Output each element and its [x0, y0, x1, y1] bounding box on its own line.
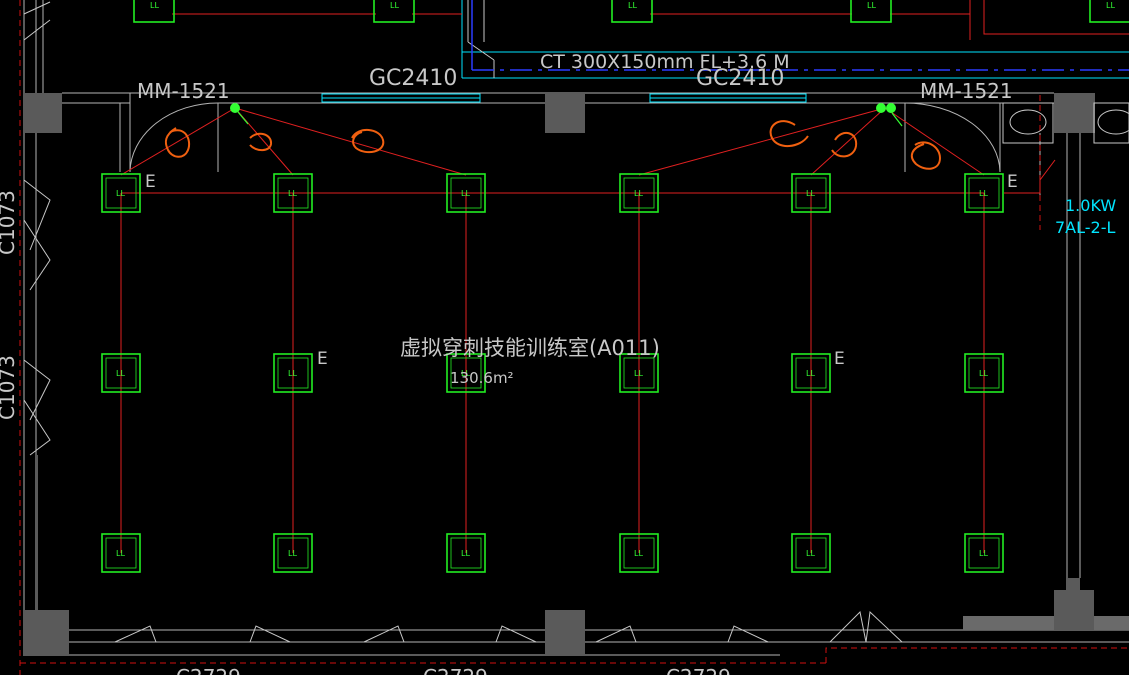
fixture-glyph: LL: [116, 549, 125, 558]
ceiling-light-fixture-icon[interactable]: LL: [446, 353, 486, 393]
door-right: [904, 102, 1001, 173]
fixture-glyph: LL: [634, 189, 643, 198]
fixture-glyph: LL: [806, 189, 815, 198]
circuit-id: 7AL-2-L: [1055, 218, 1115, 237]
door-label-left: MM-1521: [137, 79, 230, 103]
ceiling-light-fixture-icon[interactable]: LL: [964, 173, 1004, 213]
svg-text:LL: LL: [867, 1, 876, 10]
svg-text:LL: LL: [390, 1, 399, 10]
ceiling-light-fixture-icon[interactable]: LL: [964, 353, 1004, 393]
door-left: [129, 93, 219, 173]
ceiling-light-fixture-icon[interactable]: LL: [273, 173, 313, 213]
windows-top: [321, 93, 807, 103]
window-label-top-left: GC2410: [369, 66, 457, 91]
fixture-glyph: LL: [116, 189, 125, 198]
room-area: 130.6m²: [450, 369, 514, 387]
fixture-glyph: LL: [288, 549, 297, 558]
fixture-glyph: LL: [634, 369, 643, 378]
emergency-marks: E E E E: [145, 172, 1018, 369]
window-label-left-b: C1073: [0, 355, 19, 420]
fixture-glyph: LL: [979, 369, 988, 378]
review-markups: [164, 120, 942, 170]
svg-text:LL: LL: [150, 1, 159, 10]
cable-tray-label: CT 300X150mm FL+3.6 M: [540, 51, 790, 73]
ceiling-light-fixtures: LL LL LL LL LL LL LL LL LL LL LL LL LL LL LL LL LL LL: [101, 173, 1004, 573]
fixture-glyph: LL: [979, 189, 988, 198]
room-name: 虚拟穿刺技能训练室(A011): [400, 336, 660, 360]
fixture-glyph: LL: [461, 549, 470, 558]
window-label-bottom-b: C2729: [423, 665, 488, 675]
light-switch-icon[interactable]: [230, 103, 903, 127]
emergency-mark: E: [317, 349, 328, 369]
ceiling-light-fixture-icon[interactable]: LL: [619, 173, 659, 213]
window-label-left-a: C1073: [0, 190, 19, 255]
emergency-mark: E: [1007, 172, 1018, 192]
ceiling-light-fixture-icon[interactable]: LL: [273, 353, 313, 393]
ceiling-light-fixture-icon[interactable]: LL: [791, 353, 831, 393]
fixture-glyph: LL: [806, 549, 815, 558]
ceiling-light-fixture-icon[interactable]: LL: [964, 533, 1004, 573]
windows-left: [23, 1, 51, 456]
ceiling-light-fixture-icon[interactable]: LL: [791, 533, 831, 573]
fixture-glyph: LL: [116, 369, 125, 378]
cable-tray-outline: [461, 0, 1129, 79]
svg-text:LL: LL: [1106, 1, 1115, 10]
wash-basin-icon: [1002, 102, 1129, 144]
top-partial-fixtures: LL LL LL LL LL: [133, 0, 1129, 23]
ceiling-light-fixture-icon[interactable]: LL: [101, 353, 141, 393]
fixture-glyph: LL: [634, 549, 643, 558]
ceiling-light-fixture-icon[interactable]: LL: [273, 533, 313, 573]
wiring-grid: [120, 107, 1056, 553]
door-label-right: MM-1521: [920, 79, 1013, 103]
ceiling-light-fixture-icon[interactable]: LL: [101, 173, 141, 213]
ceiling-light-fixture-icon[interactable]: LL: [446, 173, 486, 213]
fixture-glyph: LL: [461, 369, 470, 378]
pillars: [23, 93, 1095, 656]
ceiling-light-fixture-icon[interactable]: LL: [619, 533, 659, 573]
ceiling-light-fixture-icon[interactable]: LL: [619, 353, 659, 393]
fixture-glyph: LL: [461, 189, 470, 198]
fixture-glyph: LL: [288, 369, 297, 378]
emergency-mark: E: [834, 349, 845, 369]
ceiling-light-fixture-icon[interactable]: LL: [446, 533, 486, 573]
circuit-power: 1.0KW: [1065, 196, 1116, 215]
fixture-glyph: LL: [288, 189, 297, 198]
fixture-glyph: LL: [806, 369, 815, 378]
window-label-bottom-c: C2729: [666, 665, 731, 675]
windows-bottom: [114, 610, 903, 643]
emergency-mark: E: [145, 172, 156, 192]
ceiling-light-fixture-icon[interactable]: LL: [101, 533, 141, 573]
ceiling-light-fixture-icon[interactable]: LL: [791, 173, 831, 213]
window-label-bottom-a: C2729: [176, 665, 241, 675]
window-label-top-right: GC2410: [696, 66, 784, 91]
svg-text:LL: LL: [628, 1, 637, 10]
fixture-glyph: LL: [979, 549, 988, 558]
